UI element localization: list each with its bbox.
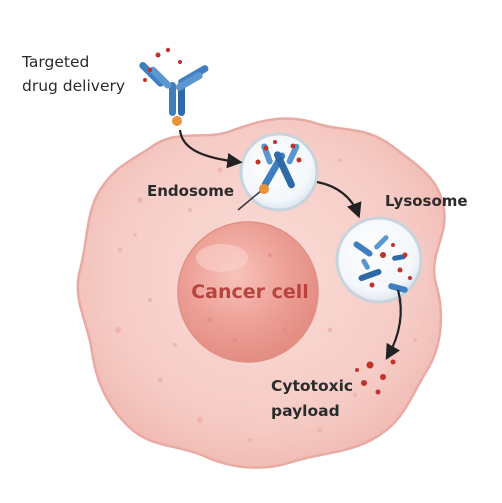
endosome-vesicle [237,132,319,212]
antibody-drug-conjugate-icon [139,62,209,126]
payload-star-icon [143,47,182,82]
antibody-fragments [353,235,408,293]
arrow-to-payload [385,289,402,361]
payload-star-icon [255,140,302,165]
released-payload [355,359,396,395]
label-payload-line2: payload [271,402,340,420]
label-targeted-line1: Targeted [21,53,89,71]
cytoplasm-texture [115,148,417,442]
label-targeted-line2: drug delivery [22,77,125,95]
label-endosome: Endosome [147,182,234,200]
label-lysosome: Lysosome [385,192,468,210]
label-cancer-cell: Cancer cell [191,281,309,303]
lysosome-vesicle [335,216,423,304]
label-payload-line1: Cytotoxic [271,377,353,395]
payload-star-icon [369,243,412,288]
arrow-to-endosome [178,129,243,169]
arrow-to-lysosome [316,180,362,219]
